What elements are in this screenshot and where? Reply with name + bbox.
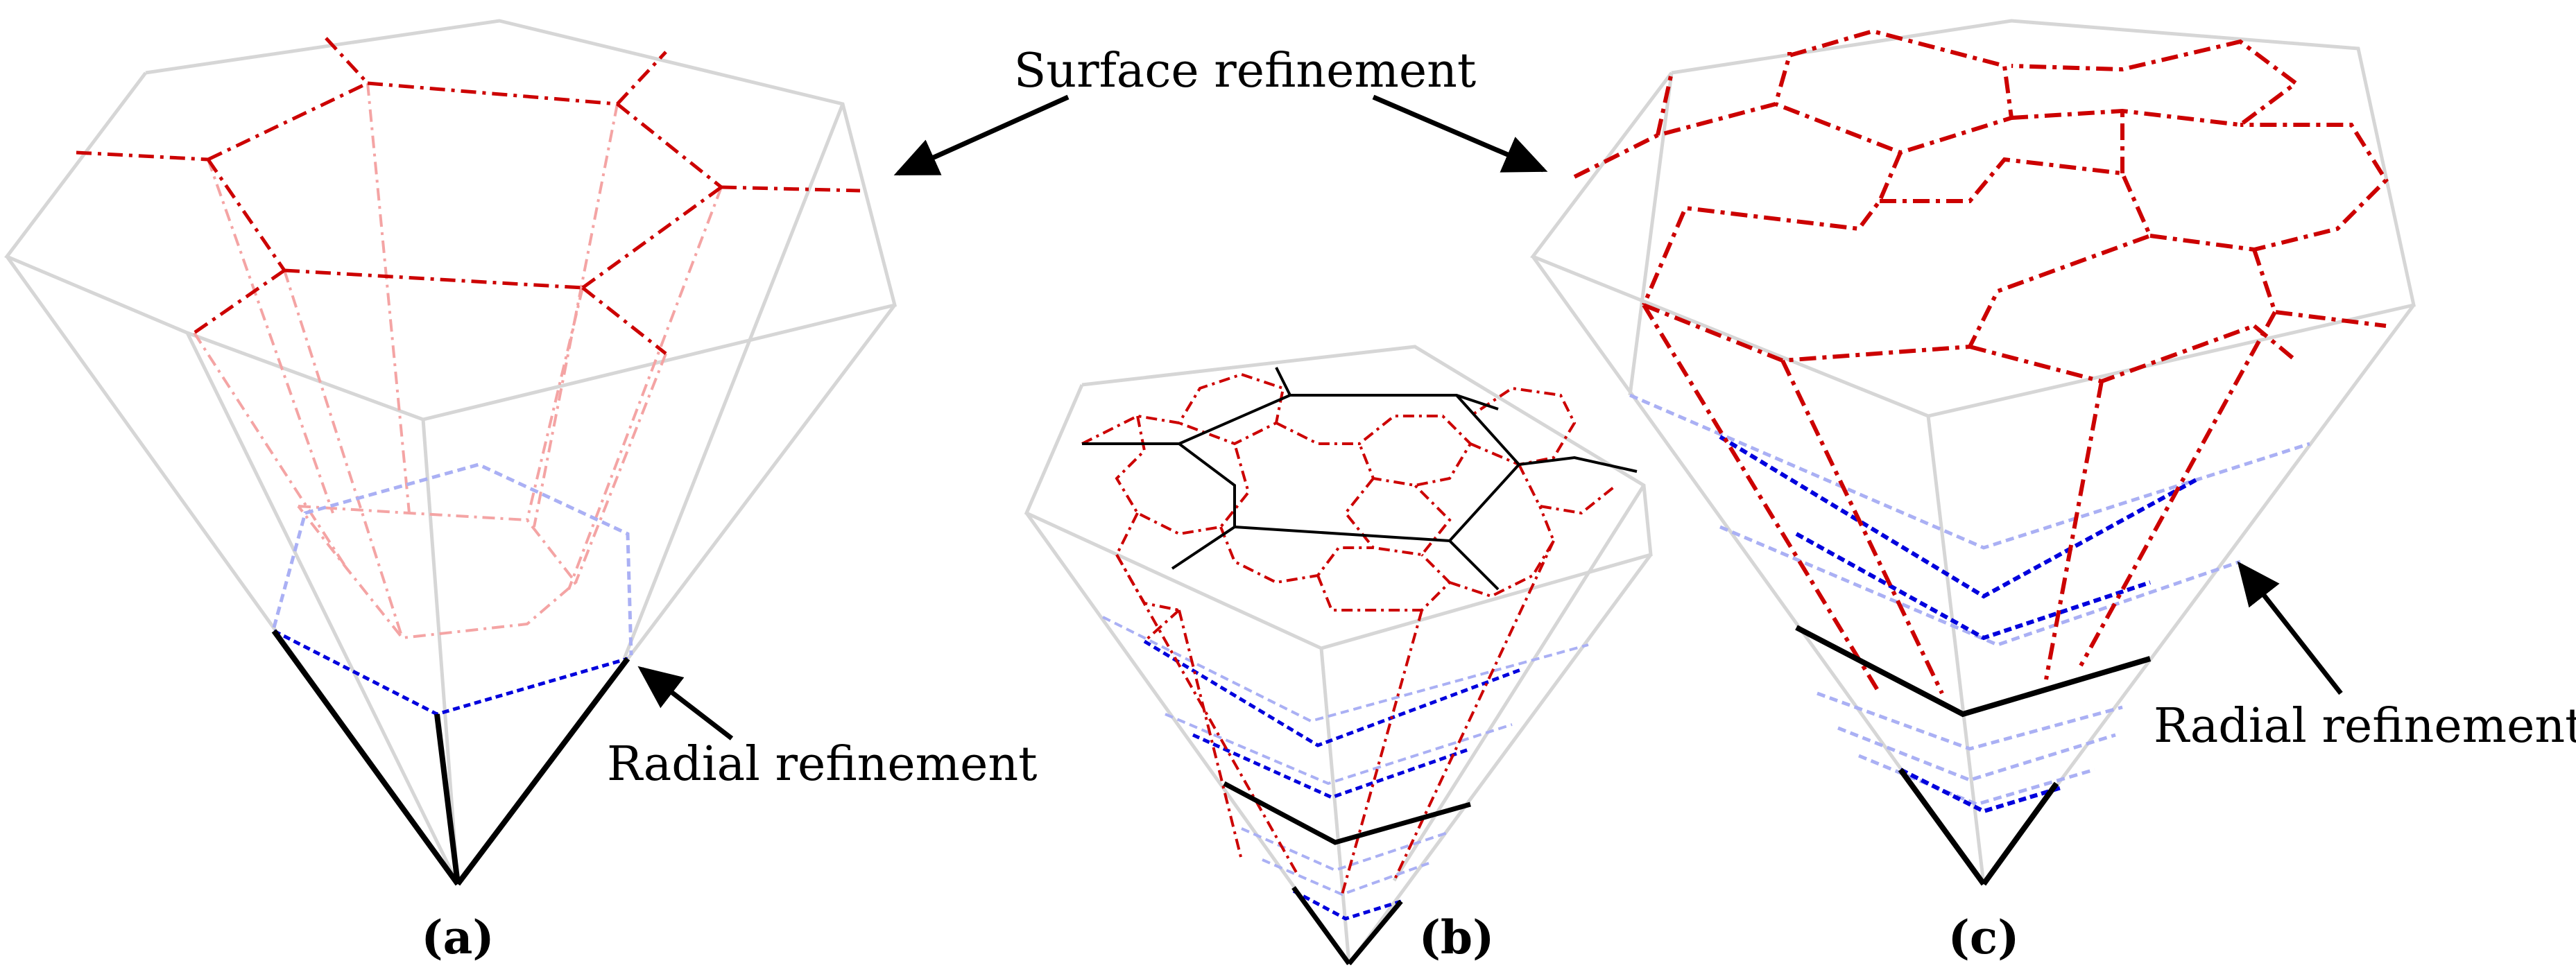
panel-b-radial-layers-faint [1102,616,1589,896]
panel-a [4,19,898,886]
panel-c-black-edges [1795,625,2152,886]
radial-refinement-label-c: Radial refinement [2154,699,2576,754]
panel-c-gray-frame [1530,19,2416,885]
panel-a-inner-columns [193,83,723,640]
annotation-radial-c: Radial refinement [2154,561,2576,754]
panel-c-radial-layers [1719,435,2200,814]
panel-c [1530,19,2416,886]
radial-refinement-label-a: Radial refinement [607,737,1037,792]
annotation-surface: Surface refinement [893,44,1548,176]
panel-b [1024,345,1653,966]
surface-refinement-label: Surface refinement [1014,44,1477,98]
surface-arrow-left [893,94,1070,176]
caption-a: (a) [421,910,494,964]
panel-c-radial-layers-faint [1629,393,2310,806]
panel-a-surface-mesh [76,37,861,355]
caption-c: (c) [1948,910,2020,964]
panel-b-gray-frame [1024,345,1653,965]
panel-b-radial-layers [1143,639,1523,921]
surface-arrow-right [1372,94,1548,173]
panel-b-black-edges [1223,781,1471,966]
panel-c-surface-mesh [1573,28,2389,695]
panel-a-gray-frame [4,19,898,885]
panel-a-black-edges [271,629,630,886]
radial-arrow-a [637,666,734,740]
panel-b-black-mesh [1082,367,1638,591]
panel-b-surface-mesh [1081,372,1617,895]
caption-b: (b) [1419,910,1495,964]
annotation-radial-a: Radial refinement [607,666,1037,792]
radial-arrow-c [2237,561,2343,695]
